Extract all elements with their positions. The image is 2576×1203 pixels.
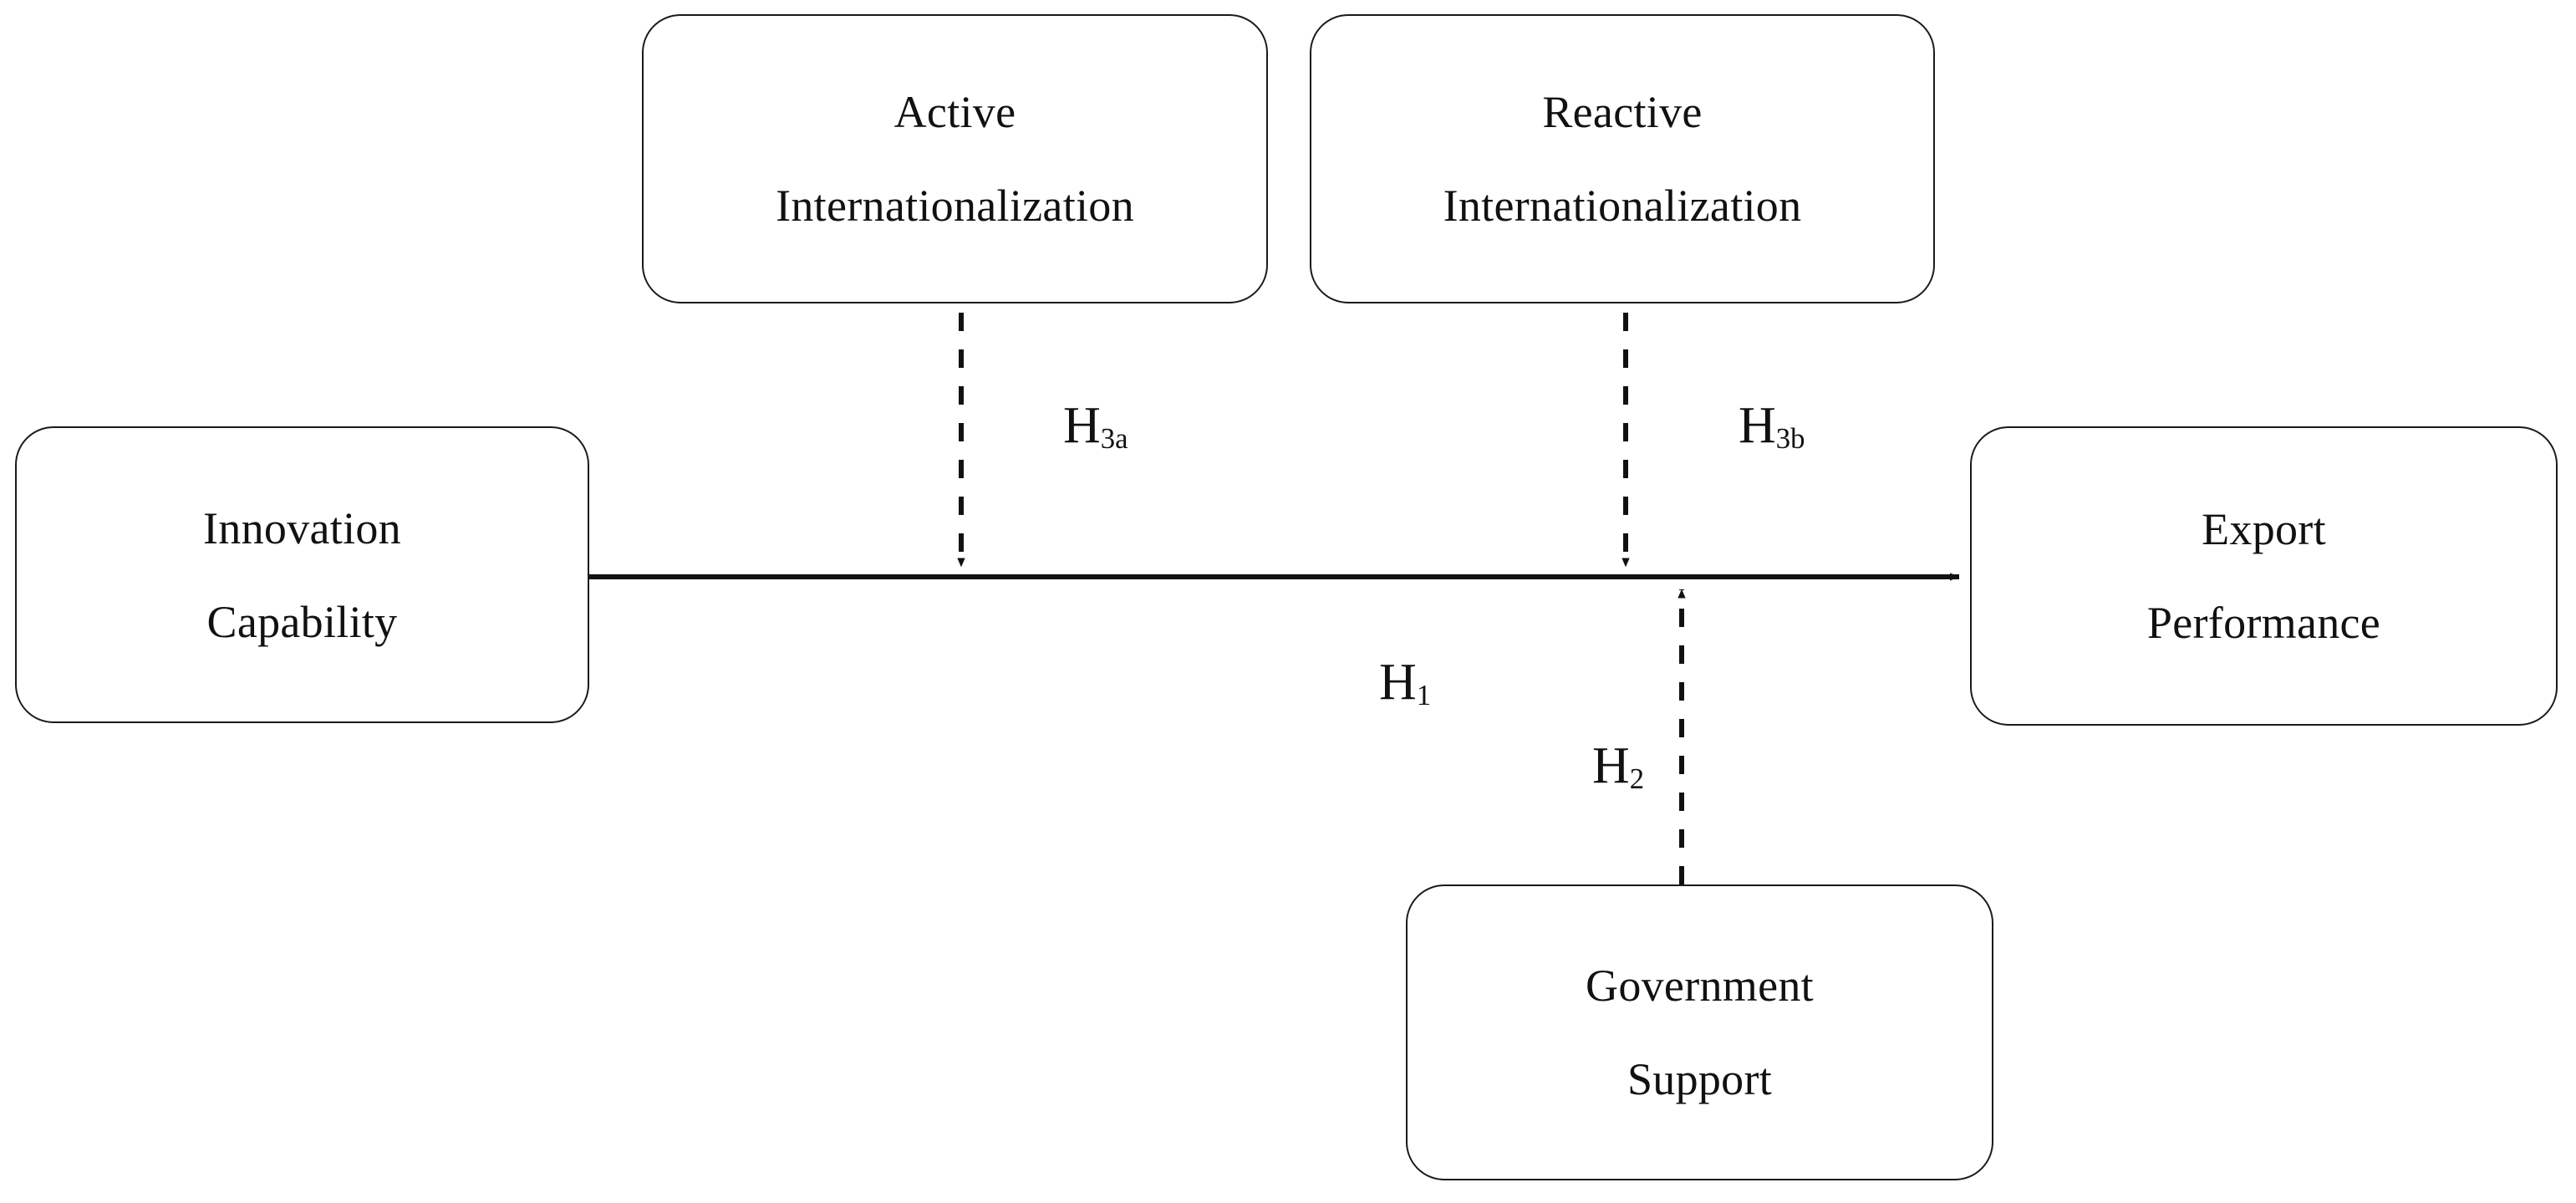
hypothesis-label-h1: H1 bbox=[1379, 654, 1432, 711]
node-active-internationalization[interactable]: Active Internationalization bbox=[642, 14, 1268, 303]
hypothesis-subscript: 3b bbox=[1775, 421, 1805, 455]
node-reactive-internationalization[interactable]: Reactive Internationalization bbox=[1310, 14, 1935, 303]
node-label-line2: Capability bbox=[206, 596, 398, 647]
node-label-line1: Active bbox=[893, 87, 1016, 137]
hypothesis-label-h3a: H3a bbox=[1063, 397, 1128, 454]
node-label-line2: Internationalization bbox=[776, 181, 1134, 231]
hypothesis-label-h3b: H3b bbox=[1739, 397, 1805, 454]
hypothesis-letter: H bbox=[1063, 397, 1101, 454]
hypothesis-letter: H bbox=[1739, 397, 1776, 454]
node-export-performance[interactable]: Export Performance bbox=[1970, 426, 2558, 726]
hypothesis-subscript: 2 bbox=[1629, 762, 1645, 795]
node-innovation-capability[interactable]: Innovation Capability bbox=[15, 426, 589, 723]
node-label-line2: Performance bbox=[2146, 598, 2381, 648]
node-label-line1: Export bbox=[2202, 504, 2326, 554]
hypothesis-letter: H bbox=[1592, 737, 1630, 794]
hypothesis-label-h2: H2 bbox=[1592, 737, 1645, 795]
hypothesis-subscript: 3a bbox=[1100, 421, 1128, 455]
hypothesis-letter: H bbox=[1379, 654, 1417, 711]
node-label-line1: Reactive bbox=[1542, 87, 1703, 137]
hypothesis-subscript: 1 bbox=[1416, 678, 1432, 711]
node-label-line1: Government bbox=[1586, 961, 1814, 1011]
node-label-line1: Innovation bbox=[203, 502, 401, 553]
node-label-line2: Internationalization bbox=[1443, 181, 1802, 231]
node-government-support[interactable]: Government Support bbox=[1406, 884, 1993, 1180]
node-label-line2: Support bbox=[1627, 1054, 1773, 1104]
